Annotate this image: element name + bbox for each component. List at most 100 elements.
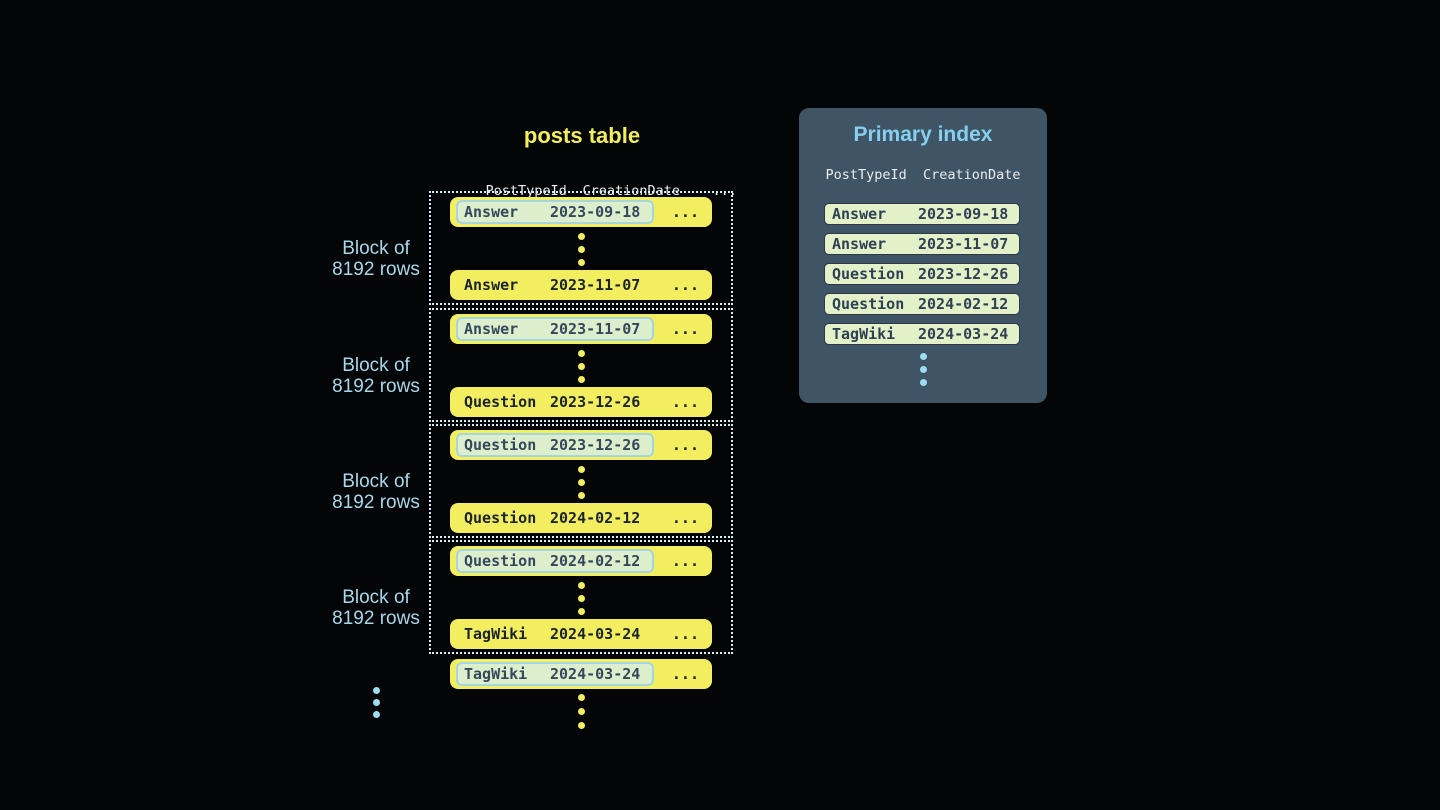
block-label-line: 8192 rows	[332, 376, 420, 397]
more-rows-ellipsis	[450, 694, 712, 729]
block-label-1: Block of 8192 rows	[310, 238, 442, 280]
ellipsis-dot	[577, 350, 585, 357]
indexed-mark-highlight: TagWiki 2024-03-24	[456, 662, 654, 686]
ellipsis-dot	[919, 379, 927, 386]
table-row: Question 2023-12-26 ...	[450, 387, 712, 417]
cell-creationdate: 2024-02-12	[918, 295, 1009, 313]
indexed-mark-highlight: Question 2023-12-26	[456, 433, 654, 457]
rows-omitted-ellipsis	[431, 350, 731, 383]
cell-creationdate: 2023-09-18	[550, 203, 641, 221]
row-block-2: Answer 2023-11-07 ... Question 2023-12-26 …	[429, 308, 733, 422]
block-label-line: 8192 rows	[332, 608, 420, 629]
ellipsis-dot	[577, 595, 585, 602]
cell-posttypeid: Answer	[464, 320, 519, 338]
ellipsis-dot	[577, 259, 585, 266]
table-row: Answer 2023-09-18 ...	[450, 197, 712, 227]
ellipsis-dot	[919, 366, 927, 373]
cell-creationdate: 2024-03-24	[550, 625, 641, 643]
cell-posttypeid: TagWiki	[464, 625, 528, 643]
cell-posttypeid: Question	[464, 436, 537, 454]
ellipsis-dot	[372, 699, 380, 706]
block-label-4: Block of 8192 rows	[310, 587, 442, 629]
primary-index-title: Primary index	[853, 123, 993, 146]
cell-creationdate: 2023-11-07	[918, 235, 1009, 253]
rows-omitted-ellipsis	[431, 233, 731, 266]
table-row: TagWiki 2024-03-24 ...	[450, 619, 712, 649]
table-row: Question 2023-12-26 ...	[450, 430, 712, 460]
block-label-line: Block of	[342, 238, 410, 259]
row-block-3: Question 2023-12-26 ... Question 2024-02-1…	[429, 424, 733, 538]
block-label-line: 8192 rows	[332, 259, 420, 280]
row-more-ellipsis: ...	[671, 320, 699, 338]
ellipsis-dot	[577, 376, 585, 383]
ellipsis-dot	[577, 608, 585, 615]
ellipsis-dot	[577, 233, 585, 240]
ellipsis-dot	[919, 353, 927, 360]
row-more-ellipsis: ...	[671, 509, 699, 527]
table-row: Question 2024-02-12 ...	[450, 546, 712, 576]
ellipsis-dot	[577, 582, 585, 589]
row-more-ellipsis: ...	[671, 625, 699, 643]
cell-creationdate: 2024-02-12	[550, 552, 641, 570]
ellipsis-dot	[577, 246, 585, 253]
cell-posttypeid: Question	[832, 295, 905, 313]
ellipsis-dot	[577, 694, 585, 701]
cell-posttypeid: TagWiki	[832, 325, 896, 343]
block-label-line: 8192 rows	[332, 492, 420, 513]
cell-posttypeid: Question	[464, 509, 537, 527]
row-more-ellipsis: ...	[671, 393, 699, 411]
cell-creationdate: 2023-11-07	[550, 276, 641, 294]
cell-creationdate: 2023-09-18	[918, 205, 1009, 223]
block-label-2: Block of 8192 rows	[310, 355, 442, 397]
ellipsis-dot	[577, 363, 585, 370]
ellipsis-dot	[577, 492, 585, 499]
index-entry: Answer 2023-09-18	[824, 203, 1020, 225]
cell-creationdate: 2024-02-12	[550, 509, 641, 527]
row-more-ellipsis: ...	[671, 552, 699, 570]
block-label-3: Block of 8192 rows	[310, 471, 442, 513]
cell-creationdate: 2023-12-26	[550, 436, 641, 454]
block-label-line: Block of	[342, 471, 410, 492]
indexed-mark-highlight: Question 2024-02-12	[456, 549, 654, 573]
cell-posttypeid: Answer	[832, 205, 887, 223]
indexed-mark-highlight: Answer 2023-11-07	[456, 317, 654, 341]
cell-creationdate: 2023-12-26	[550, 393, 641, 411]
row-more-ellipsis: ...	[671, 665, 699, 683]
ellipsis-dot	[577, 466, 585, 473]
block-label-line: Block of	[342, 587, 410, 608]
cell-posttypeid: Question	[832, 265, 905, 283]
row-cells: Question 2023-12-26	[456, 390, 654, 414]
row-more-ellipsis: ...	[671, 276, 699, 294]
ellipsis-dot	[577, 479, 585, 486]
row-block-1: Answer 2023-09-18 ... Answer 2023-11-07 ..…	[429, 191, 733, 305]
cell-creationdate: 2023-11-07	[550, 320, 641, 338]
row-more-ellipsis: ...	[671, 203, 699, 221]
row-more-ellipsis: ...	[671, 436, 699, 454]
block-label-line: Block of	[342, 355, 410, 376]
cell-posttypeid: Question	[464, 393, 537, 411]
index-entry: Question 2024-02-12	[824, 293, 1020, 315]
row-cells: Answer 2023-11-07	[456, 273, 654, 297]
ellipsis-dot	[577, 708, 585, 715]
cell-posttypeid: Answer	[464, 276, 519, 294]
posts-table-title: posts table	[523, 123, 641, 148]
table-row-trailing: TagWiki 2024-03-24 ...	[450, 659, 712, 689]
table-row: Answer 2023-11-07 ...	[450, 314, 712, 344]
more-index-entries-ellipsis	[799, 353, 1047, 386]
primary-index-column-headers: PostTypeId CreationDate	[825, 167, 1021, 183]
cell-creationdate: 2024-03-24	[550, 665, 641, 683]
table-row: Question 2024-02-12 ...	[450, 503, 712, 533]
cell-creationdate: 2024-03-24	[918, 325, 1009, 343]
indexed-mark-highlight: Answer 2023-09-18	[456, 200, 654, 224]
cell-posttypeid: Question	[464, 552, 537, 570]
more-blocks-ellipsis	[340, 687, 412, 718]
cell-posttypeid: TagWiki	[464, 665, 528, 683]
index-entry: TagWiki 2024-03-24	[824, 323, 1020, 345]
cell-posttypeid: Answer	[464, 203, 519, 221]
ellipsis-dot	[577, 722, 585, 729]
row-cells: TagWiki 2024-03-24	[456, 622, 654, 646]
primary-index-panel: Primary index PostTypeId CreationDate An…	[799, 108, 1047, 403]
